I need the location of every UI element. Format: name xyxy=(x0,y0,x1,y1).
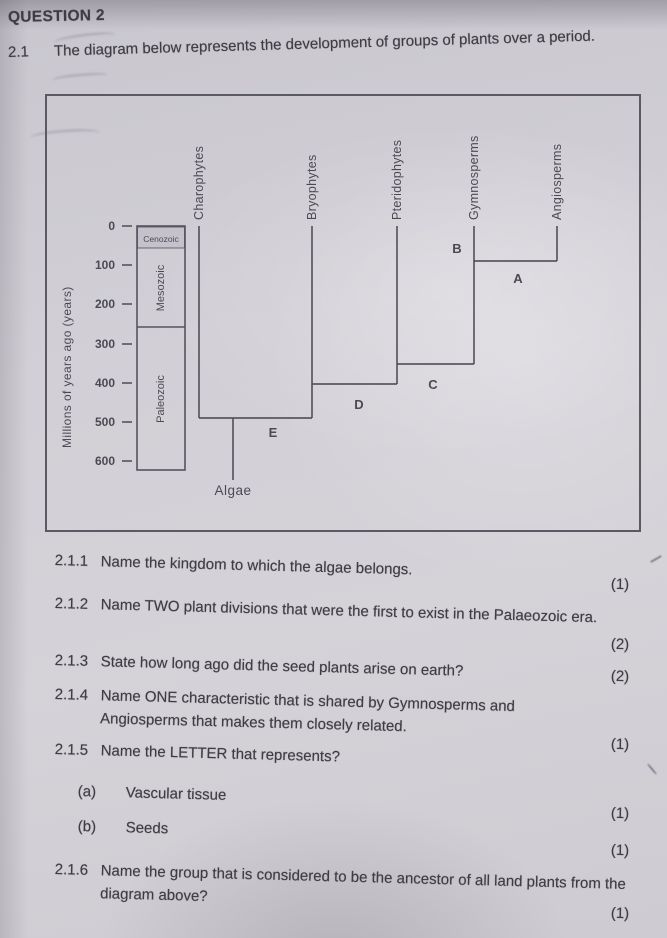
option-text: Vascular tissue xyxy=(125,784,227,804)
root-label-algae: Algae xyxy=(214,483,251,498)
node-letter-c: C xyxy=(428,377,438,392)
marks-2-1-2: (2) xyxy=(610,635,630,654)
node-letter-d: D xyxy=(354,397,363,412)
cladogram-figure: Millions of years ago (years) 0 100 200 … xyxy=(60,135,564,498)
tick-label: 300 xyxy=(95,337,115,351)
question-header: QUESTION 2 xyxy=(7,6,106,26)
question-row-2-1-1: 2.1.1 Name the kingdom to which the alga… xyxy=(54,550,413,582)
node-letter-b: B xyxy=(452,241,461,256)
question-number: 2.1.3 xyxy=(54,651,89,670)
tick-label: 0 xyxy=(108,219,115,233)
tick-label: 400 xyxy=(95,376,115,390)
question-number: 2.1.1 xyxy=(54,551,89,570)
tick-label: 500 xyxy=(95,415,115,429)
tick-label: 200 xyxy=(95,297,115,311)
marks-2-1-1: (1) xyxy=(610,575,630,594)
taxon-label-bryophytes: Bryophytes xyxy=(305,154,319,220)
question-row-2-1-6: 2.1.6 Name the group that is considered … xyxy=(54,859,656,920)
era-box xyxy=(136,225,186,471)
question-row-2-1-4: 2.1.4 Name ONE characteristic that is sh… xyxy=(54,684,571,742)
node-letter-e: E xyxy=(269,425,278,440)
question-text: Name the LETTER that represents? xyxy=(100,742,341,766)
taxon-label-pteridophytes: Pteridophytes xyxy=(390,140,404,220)
marks-2-1-6: (1) xyxy=(610,904,630,923)
question-text: Name the kingdom to which the algae belo… xyxy=(100,553,413,579)
question-intro: 2.1 The diagram below represents the dev… xyxy=(8,26,663,61)
page-edge-mark xyxy=(650,555,662,563)
option-text: Seeds xyxy=(125,819,169,838)
taxon-label-charophytes: Charophytes xyxy=(192,146,206,220)
era-box-cenozoic xyxy=(137,226,185,249)
question-text: Name ONE characteristic that is shared b… xyxy=(99,687,516,735)
era-label-cenozoic: Cenozoic xyxy=(143,234,179,244)
node-letter-a: A xyxy=(513,271,523,286)
question-text: Name the group that is considered to be … xyxy=(99,862,627,905)
question-row-2-1-3: 2.1.3 State how long ago did the seed pl… xyxy=(54,650,464,683)
option-row-a: (a) Vascular tissue xyxy=(77,781,227,807)
question-number: 2.1.5 xyxy=(54,740,89,759)
question-text: State how long ago did the seed plants a… xyxy=(100,653,464,680)
intro-text: The diagram below represents the develop… xyxy=(53,27,596,60)
marks-2-1-3: (2) xyxy=(610,667,630,686)
question-row-2-1-2: 2.1.2 Name TWO plant divisions that were… xyxy=(54,593,598,630)
marks-2-1-5b: (1) xyxy=(610,841,630,860)
tick-label: 100 xyxy=(95,258,115,272)
era-label-paleozoic: Paleozoic xyxy=(155,375,167,423)
diagram-panel: Millions of years ago (years) 0 100 200 … xyxy=(45,94,641,532)
era-label-mesozoic: Mesozoic xyxy=(155,264,167,311)
axis-ticks xyxy=(122,225,132,462)
question-number: 2.1.4 xyxy=(54,685,89,704)
question-text: Name TWO plant divisions that were the f… xyxy=(100,596,598,627)
taxon-label-gymnosperms: Gymnosperms xyxy=(467,135,481,220)
question-row-2-1-5: 2.1.5 Name the LETTER that represents? xyxy=(54,739,341,769)
intro-number: 2.1 xyxy=(7,43,30,61)
page-edge-mark xyxy=(646,762,658,776)
option-label: (b) xyxy=(77,817,97,836)
tick-label: 600 xyxy=(95,454,115,468)
option-row-b: (b) Seeds xyxy=(77,816,169,841)
marks-2-1-4: (1) xyxy=(610,735,630,754)
axis-label: Millions of years ago (years) xyxy=(60,286,74,448)
option-label: (a) xyxy=(77,782,97,801)
taxon-label-angiosperms: Angiosperms xyxy=(550,144,564,220)
question-number: 2.1.6 xyxy=(54,860,89,879)
pencil-artifact xyxy=(51,71,109,85)
marks-2-1-5a: (1) xyxy=(610,804,630,823)
question-number: 2.1.2 xyxy=(54,594,89,613)
